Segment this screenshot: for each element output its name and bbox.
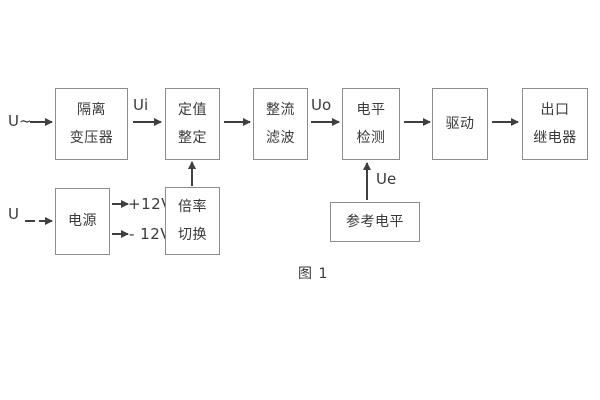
- arrow-level-detect-to-drive: [404, 121, 430, 123]
- block-isolation-transformer-line1: 隔离: [77, 101, 106, 118]
- arrow-multiplier-switch-to-setting-value: [191, 162, 193, 186]
- arrow-rectify-filter-to-level-detect: [311, 121, 339, 123]
- arrow-setting-value-to-rectify-filter: [224, 121, 250, 123]
- block-level-detect-line2: 检测: [356, 129, 386, 146]
- signal-uo-label: Uo: [311, 96, 332, 114]
- arrow-isolation-transformer-to-setting-value: [133, 121, 161, 123]
- rail-negative-label: - 12V: [129, 225, 172, 243]
- rail-positive-label: +12V: [128, 195, 172, 213]
- block-isolation-transformer-line2: 变压器: [69, 129, 114, 146]
- block-rectify-filter: 整流 滤波: [253, 88, 308, 160]
- block-power-supply-line1: 电源: [68, 213, 97, 230]
- arrow-reference-level-to-level-detect: [366, 163, 368, 200]
- block-setting-value-line2: 整定: [178, 129, 207, 146]
- arrow-rail-positive: [112, 203, 128, 205]
- block-output-relay-line2: 继电器: [533, 129, 577, 146]
- figure-caption: 图 1: [298, 266, 329, 282]
- block-multiplier-switch: 倍率 切换: [165, 187, 220, 255]
- block-output-relay-line1: 出口: [540, 101, 570, 118]
- block-drive: 驱动: [432, 88, 488, 160]
- block-level-detect-line1: 电平: [356, 101, 386, 118]
- block-rectify-filter-line1: 整流: [266, 101, 295, 118]
- signal-ue-label: Ue: [376, 170, 397, 188]
- arrow-rail-negative: [112, 233, 128, 235]
- arrow-input-dc-to-power-supply: [39, 220, 52, 222]
- block-multiplier-switch-line1: 倍率: [178, 198, 207, 215]
- block-reference-level: 参考电平: [330, 202, 420, 242]
- arrow-input-ac-to-isolation-transformer: [30, 121, 52, 123]
- signal-ui-label: Ui: [133, 96, 149, 114]
- block-power-supply: 电源: [55, 188, 110, 255]
- input-dc-label: U: [8, 205, 19, 223]
- block-level-detect: 电平 检测: [342, 88, 400, 160]
- arrow-drive-to-output-relay: [492, 121, 518, 123]
- block-setting-value-line1: 定值: [178, 101, 207, 118]
- input-dc-dash: [25, 220, 35, 222]
- block-isolation-transformer: 隔离 变压器: [55, 88, 128, 160]
- block-multiplier-switch-line2: 切换: [178, 226, 207, 243]
- input-ac-label: U~: [8, 112, 32, 130]
- block-rectify-filter-line2: 滤波: [266, 129, 295, 146]
- block-reference-level-line1: 参考电平: [346, 213, 404, 230]
- block-output-relay: 出口 继电器: [522, 88, 588, 160]
- block-setting-value: 定值 整定: [165, 88, 220, 160]
- block-drive-line1: 驱动: [445, 115, 475, 132]
